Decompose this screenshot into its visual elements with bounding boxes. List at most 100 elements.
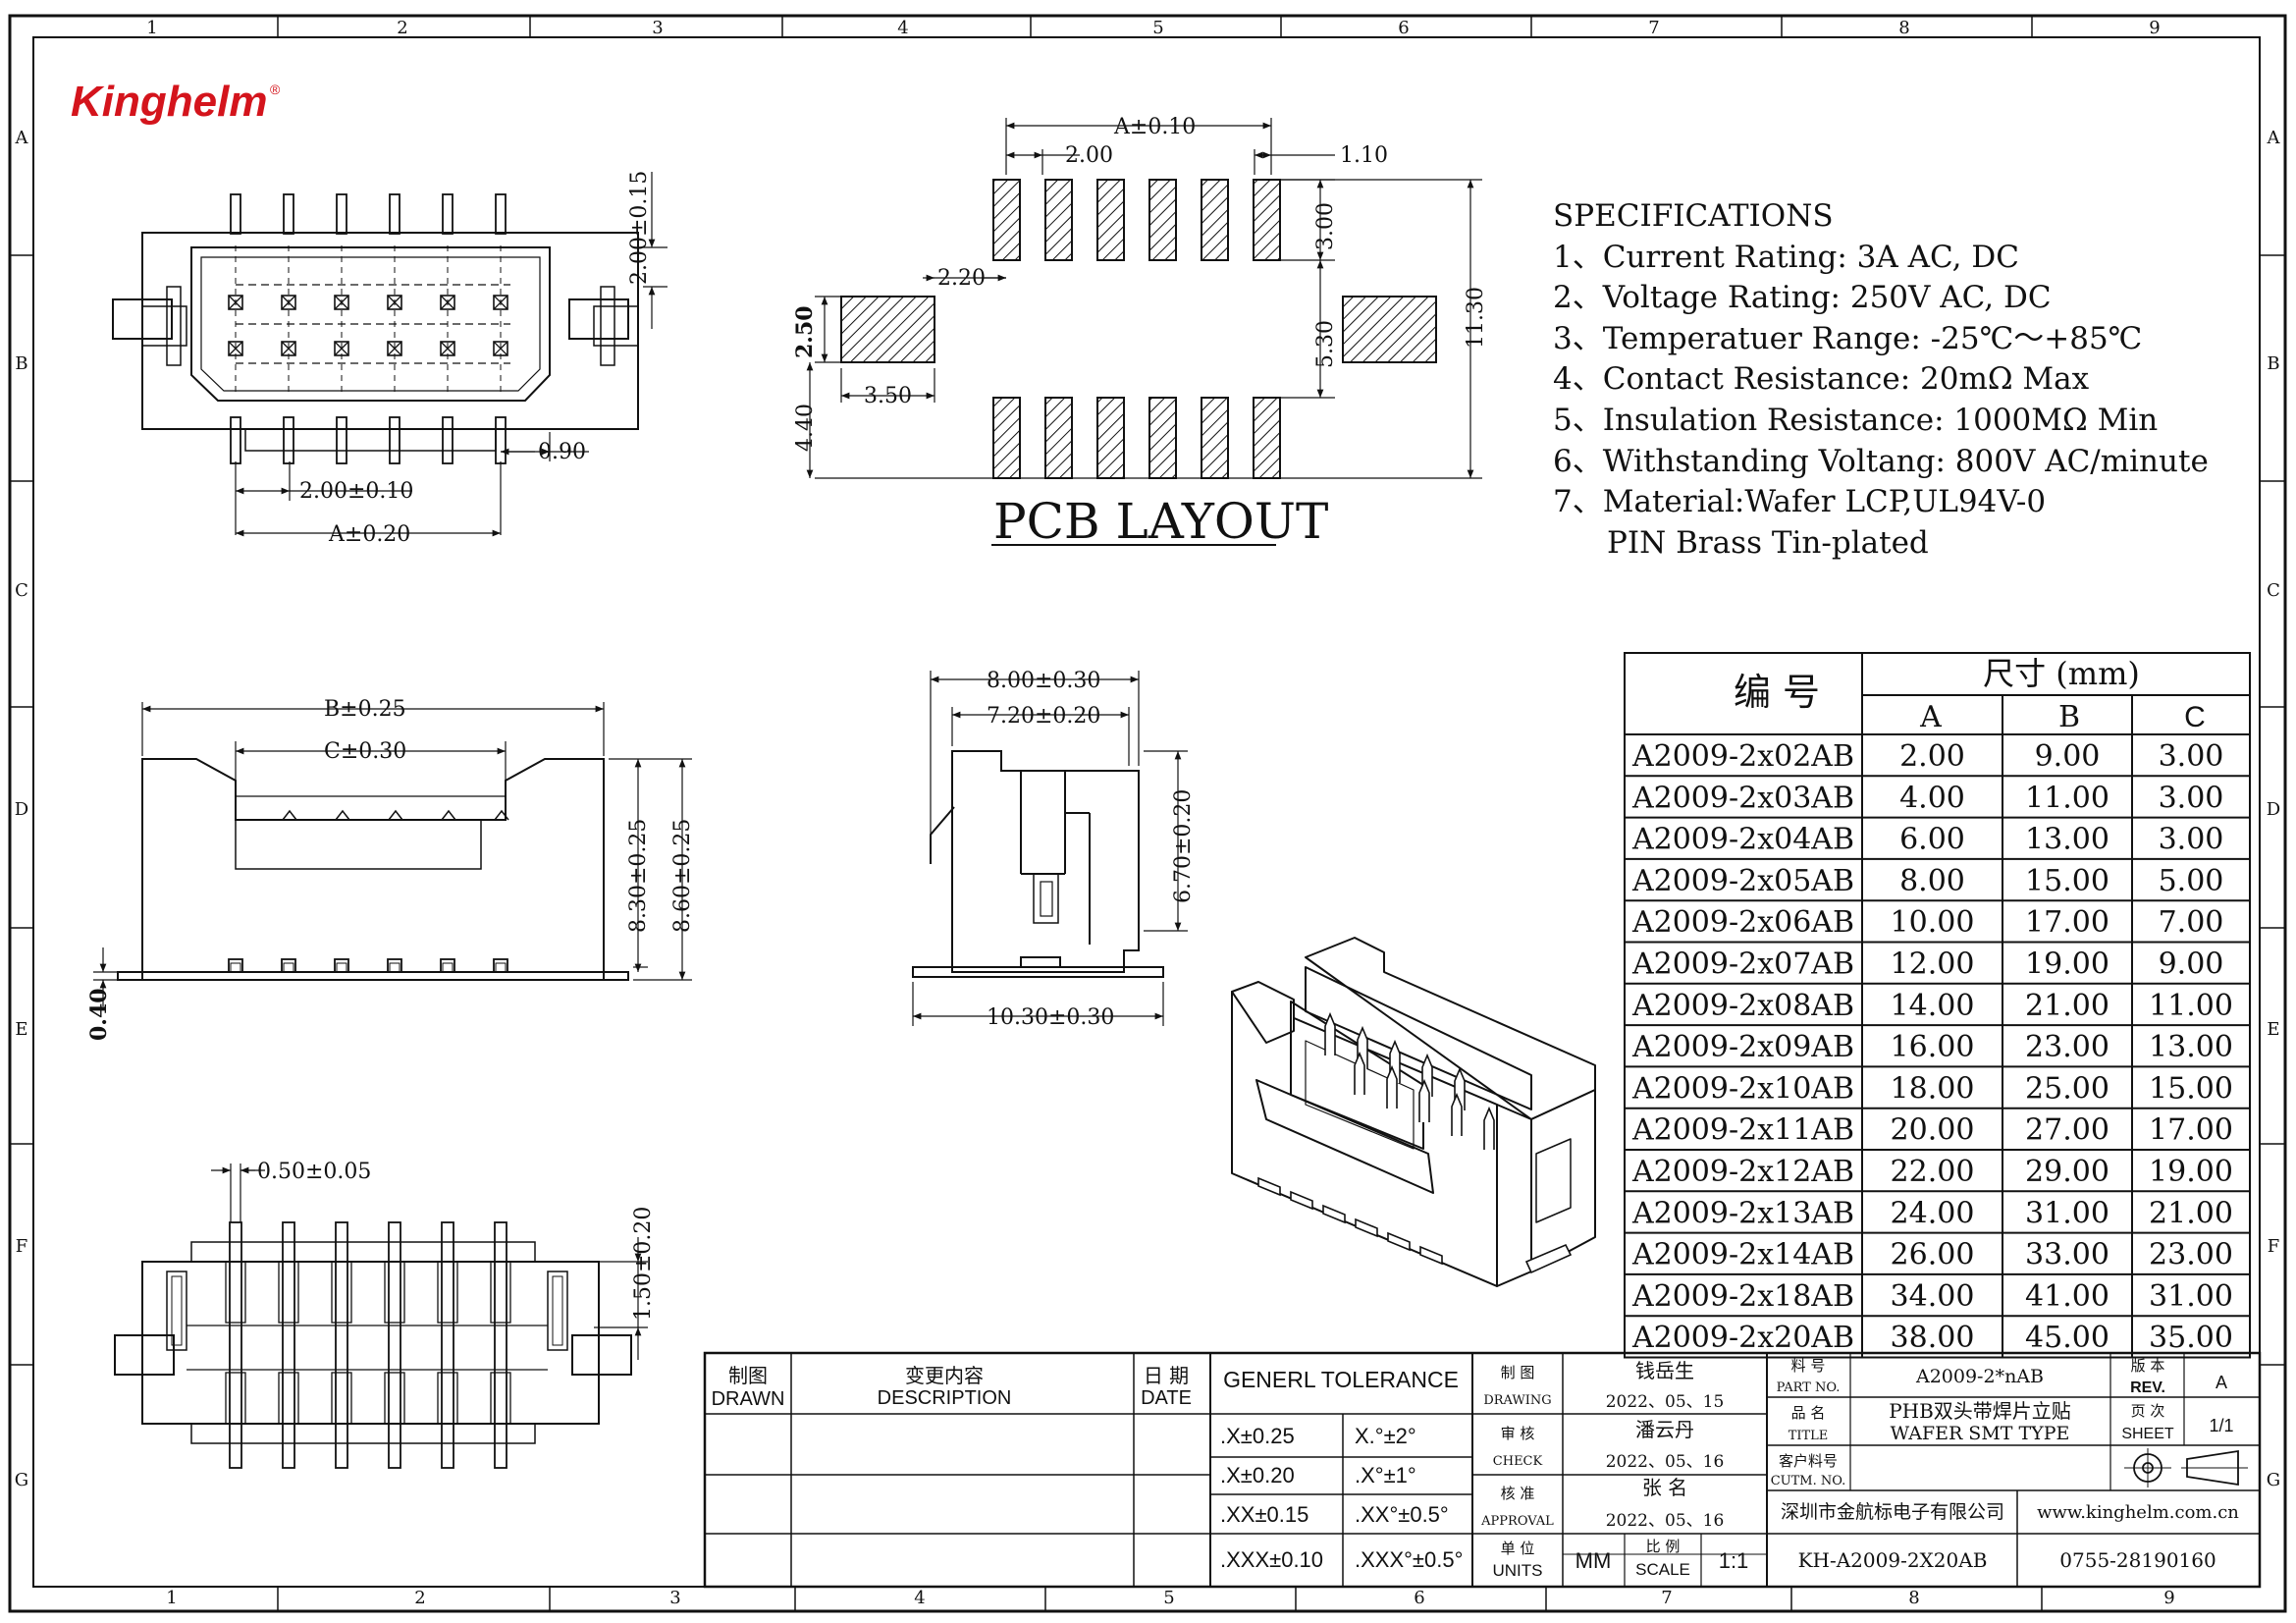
tb-sheet-cn: 页 次 [2131, 1402, 2165, 1420]
front-view-details [228, 809, 509, 973]
pcb-dim-total: 11.30 [1464, 287, 1488, 349]
table-cell-a: 8.00 [1899, 864, 1965, 898]
iso-pin [1451, 1092, 1463, 1136]
top-pin-upper [336, 193, 347, 235]
top-contact-mark [387, 295, 402, 310]
isometric-view [1231, 937, 1596, 1287]
front-latch-tooth [441, 809, 456, 821]
tb-tol-linear: .X±0.25 [1220, 1424, 1295, 1448]
zone-col-top: 5 [1152, 18, 1163, 38]
tb-check-en: CHECK [1493, 1454, 1543, 1469]
spec-item: 5、Insulation Resistance: 1000MΩ Min [1553, 403, 2158, 438]
iso-solder-foot [1257, 1176, 1281, 1197]
iso-pin [1324, 1011, 1336, 1055]
zone-row-right: C [2267, 580, 2280, 601]
top-contact [440, 295, 455, 310]
table-cell-c: 13.00 [2149, 1030, 2233, 1064]
spec-item: 2、Voltage Rating: 250V AC, DC [1553, 280, 2052, 315]
tb-part-en: PART NO. [1777, 1380, 1841, 1395]
table-cell-part: A2009-2x02AB [1631, 739, 1854, 774]
tb-drawing-name: 钱岳生 [1635, 1359, 1694, 1382]
tb-tol-angular: .XXX°±0.5° [1355, 1547, 1463, 1572]
top-dim-pitch: 2.00±0.10 [299, 479, 413, 504]
table-cell-b: 25.00 [2025, 1071, 2109, 1106]
bottom-pin-collar [225, 1372, 246, 1425]
table-cell-b: 45.00 [2025, 1321, 2109, 1355]
top-pin-upper [389, 193, 400, 235]
top-contact [493, 295, 508, 310]
table-cell-b: 29.00 [2025, 1155, 2109, 1189]
zone-row-right: B [2267, 353, 2279, 374]
tb-title-value-en: WAFER SMT TYPE [1891, 1423, 2070, 1444]
zone-col-bottom: 1 [166, 1588, 177, 1608]
front-latch-tooth [388, 809, 403, 821]
zone-row-left: C [15, 580, 28, 601]
pcb-peg-right [1342, 296, 1437, 363]
pcb-pads-top [992, 179, 1281, 261]
tb-sheet-value: 1/1 [2209, 1416, 2233, 1435]
iso-peg [1524, 1243, 1573, 1274]
bottom-pin-collar [490, 1372, 511, 1425]
pcb-pad-bottom [1201, 397, 1229, 479]
table-cell-part: A2009-2x07AB [1631, 947, 1854, 982]
table-cell-part: A2009-2x06AB [1631, 905, 1854, 940]
top-contact-mark [493, 341, 508, 356]
front-dim-base: 0.40 [86, 988, 112, 1041]
zone-ticks [10, 16, 2285, 1611]
table-cell-a: 2.00 [1899, 739, 1965, 774]
table-cell-a: 38.00 [1891, 1321, 1975, 1355]
bottom-pin-collar [225, 1261, 246, 1324]
table-cell-b: 11.00 [2025, 781, 2109, 815]
pcb-peg-left [840, 296, 935, 363]
top-contact [228, 341, 243, 356]
top-contact [387, 295, 402, 310]
table-cell-a: 22.00 [1891, 1155, 1975, 1189]
zone-col-top: 6 [1398, 18, 1409, 38]
bottom-pin [494, 1221, 507, 1469]
bottom-pin-collar [331, 1372, 352, 1425]
bottom-pin-collar [490, 1261, 511, 1324]
table-cell-part: A2009-2x14AB [1631, 1238, 1854, 1272]
bottom-pin-collar [437, 1261, 458, 1324]
zone-row-left: E [15, 1019, 27, 1040]
top-contact-mark [281, 341, 296, 356]
table-cell-c: 3.00 [2159, 823, 2224, 857]
iso-pin [1386, 1064, 1398, 1109]
front-solder-tail-inner [442, 962, 454, 973]
zone-col-top: 4 [897, 18, 908, 38]
pcb-dim-pad-height: 3.00 [1313, 202, 1338, 250]
zone-col-bottom: 2 [414, 1588, 425, 1608]
bottom-pin [229, 1221, 242, 1469]
tb-units-en: UNITS [1493, 1561, 1543, 1580]
table-header-a: A [1919, 700, 1942, 734]
tb-rev-en: REV. [2130, 1380, 2165, 1396]
brand-logo: Kinghelm ® [71, 78, 281, 126]
tb-check-cn: 审 核 [1501, 1425, 1535, 1442]
bottom-view-dims [211, 1163, 648, 1360]
front-dim-b: B±0.25 [324, 697, 406, 722]
top-contact-mark [281, 295, 296, 310]
zone-grid: 1 2 3 4 5 6 7 8 9 1 2 3 4 5 6 7 8 9 A B … [15, 18, 2281, 1608]
title-block [703, 1351, 2262, 1589]
table-cell-c: 11.00 [2149, 989, 2233, 1023]
pcb-dim-peg-width: 3.50 [864, 384, 912, 408]
table-cell-a: 14.00 [1891, 989, 1975, 1023]
pcb-dims [806, 118, 1482, 546]
front-view [117, 758, 629, 981]
top-pin-lower [283, 416, 294, 464]
table-cell-a: 24.00 [1891, 1196, 1975, 1230]
table-cell-a: 10.00 [1891, 905, 1975, 940]
tb-drawing-date: 2022、05、15 [1606, 1392, 1725, 1412]
tb-doc-number: KH-A2009-2X20AB [1798, 1548, 1988, 1572]
tb-tol-angular: .XX°±0.5° [1355, 1502, 1449, 1527]
pcb-dim-pitch: 2.00 [1065, 143, 1113, 168]
table-header-c: C [2184, 701, 2206, 733]
bottom-pin-collar [437, 1372, 458, 1425]
zone-row-left: D [15, 799, 28, 820]
tb-drawn-en: DRAWN [712, 1388, 785, 1410]
tb-drawn-cn: 制图 [728, 1364, 768, 1387]
spec-item-continuation: PIN Brass Tin-plated [1607, 525, 1929, 561]
table-cell-a: 16.00 [1891, 1030, 1975, 1064]
